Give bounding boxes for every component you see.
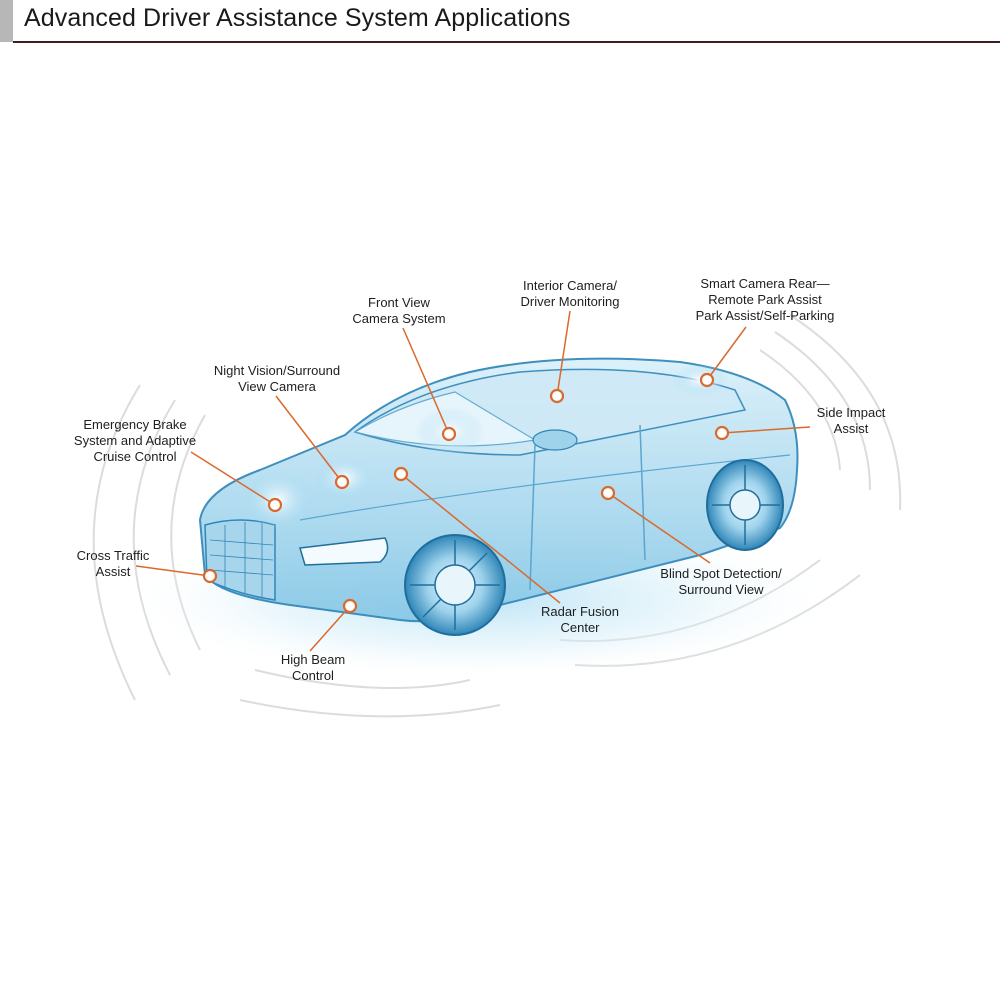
leader-line-interior-camera: [556, 310, 571, 397]
front-wheel: [404, 534, 506, 636]
sensor-wave: [774, 331, 871, 491]
leader-line-radar-fusion: [400, 473, 561, 604]
sensor-wave: [92, 384, 141, 701]
marker-high-beam: [342, 598, 358, 614]
grille: [204, 519, 276, 601]
side-mirror: [532, 429, 578, 451]
sensor-wave: [759, 349, 841, 471]
sensor-wave: [239, 699, 501, 718]
leader-line-night-vision: [275, 395, 343, 483]
marker-side-impact: [714, 425, 730, 441]
leader-line-emergency-brake: [190, 451, 276, 506]
rear-wheel: [706, 459, 784, 551]
sensor-wave: [254, 669, 471, 689]
callout-markers: [202, 372, 730, 614]
label-interior-camera: Interior Camera/Driver Monitoring: [520, 278, 620, 309]
marker-cross-traffic: [202, 568, 218, 584]
marker-emergency-brake: [267, 497, 283, 513]
headlight: [299, 537, 389, 566]
door-line: [529, 444, 536, 591]
header: Advanced Driver Assistance System Applic…: [0, 0, 1000, 43]
sensor-wave: [789, 314, 902, 511]
grille-slats: [209, 522, 274, 597]
marker-front-view-camera: [441, 426, 457, 442]
marker-interior-camera: [549, 388, 565, 404]
marker-radar-fusion: [393, 466, 409, 482]
page-title: Advanced Driver Assistance System Applic…: [24, 4, 571, 32]
leader-line-front-view-camera: [402, 327, 450, 435]
side-character-line: [299, 454, 791, 521]
sensor-wave: [132, 399, 176, 676]
door-line: [639, 424, 646, 561]
leader-line-smart-camera-rear: [706, 326, 747, 381]
header-rule: [13, 41, 1000, 43]
callout-leaders: [135, 310, 811, 652]
leader-line-high-beam: [309, 605, 351, 652]
leader-line-side-impact: [721, 426, 811, 434]
header-accent-bar: [0, 0, 13, 42]
leader-line-cross-traffic: [135, 565, 211, 577]
leader-line-blind-spot: [607, 492, 711, 564]
label-blind-spot: Blind Spot Detection/Surround View: [660, 566, 782, 597]
marker-night-vision: [334, 474, 350, 490]
marker-smart-camera-rear: [699, 372, 715, 388]
marker-blind-spot: [600, 485, 616, 501]
